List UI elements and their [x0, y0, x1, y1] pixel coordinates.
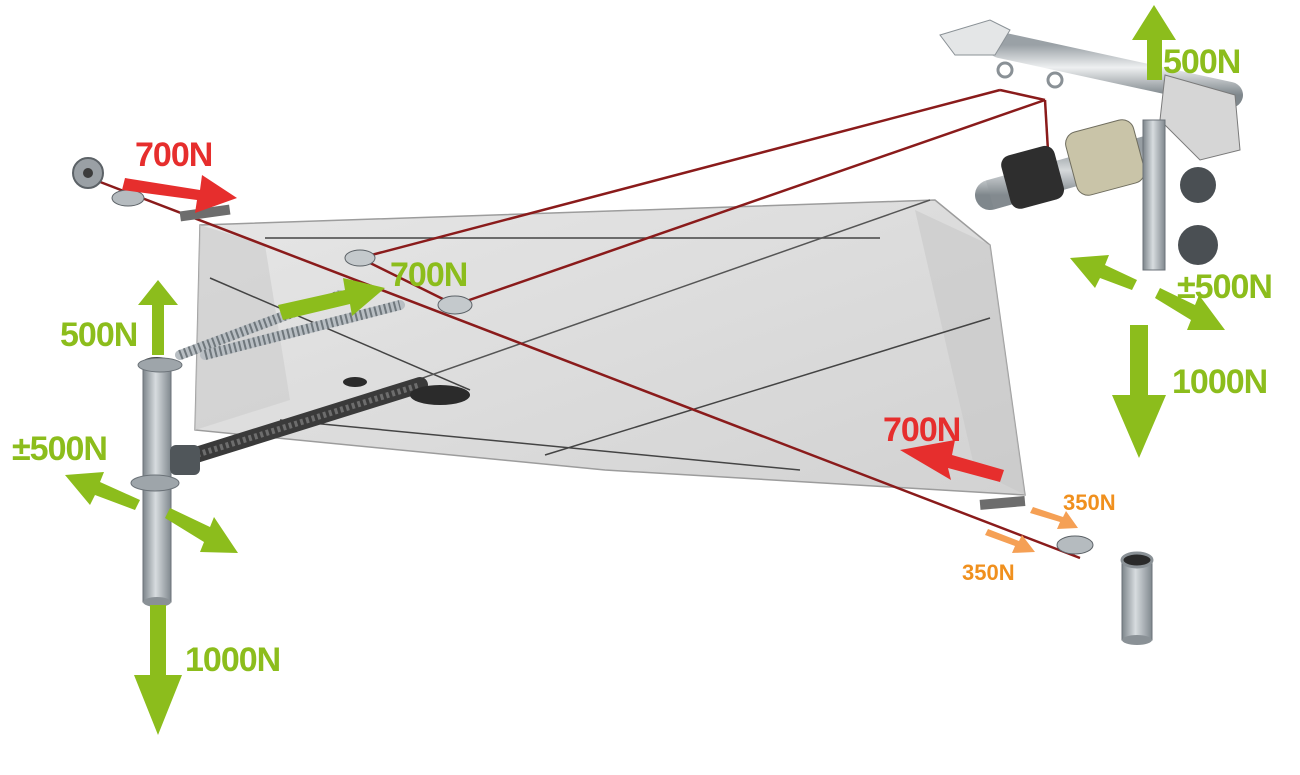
post-icon: [130, 357, 200, 607]
load-label-green-left-lateral: ±500N: [12, 430, 108, 468]
load-label-orange-lower: 350N: [962, 560, 1015, 585]
post-icon: [1120, 551, 1154, 645]
ropes: [94, 88, 1081, 560]
load-label-red-bottom-right: 700N: [883, 411, 961, 449]
load-label-green-left-up: 500N: [60, 316, 138, 354]
load-label-green-right-down: 1000N: [1172, 363, 1268, 401]
bracket-icon: [939, 19, 1243, 271]
load-label-green-right-lateral: ±500N: [1177, 268, 1273, 306]
force-arrow-icon: [65, 5, 1225, 735]
load-label-red-top-left: 700N: [135, 136, 213, 174]
motor-icon: [975, 119, 1165, 210]
load-label-green-left-down: 1000N: [185, 641, 281, 679]
load-label-green-right-up: 500N: [1163, 43, 1241, 81]
load-label-green-center: 700N: [390, 256, 468, 294]
load-label-orange-upper: 350N: [1063, 490, 1116, 515]
tension-bar: [172, 377, 470, 468]
force-arrow-icon: [122, 175, 1004, 482]
pulley-icon: [72, 157, 1094, 555]
sail-fabric: [194, 199, 1026, 496]
force-arrow-icon: [985, 507, 1078, 553]
